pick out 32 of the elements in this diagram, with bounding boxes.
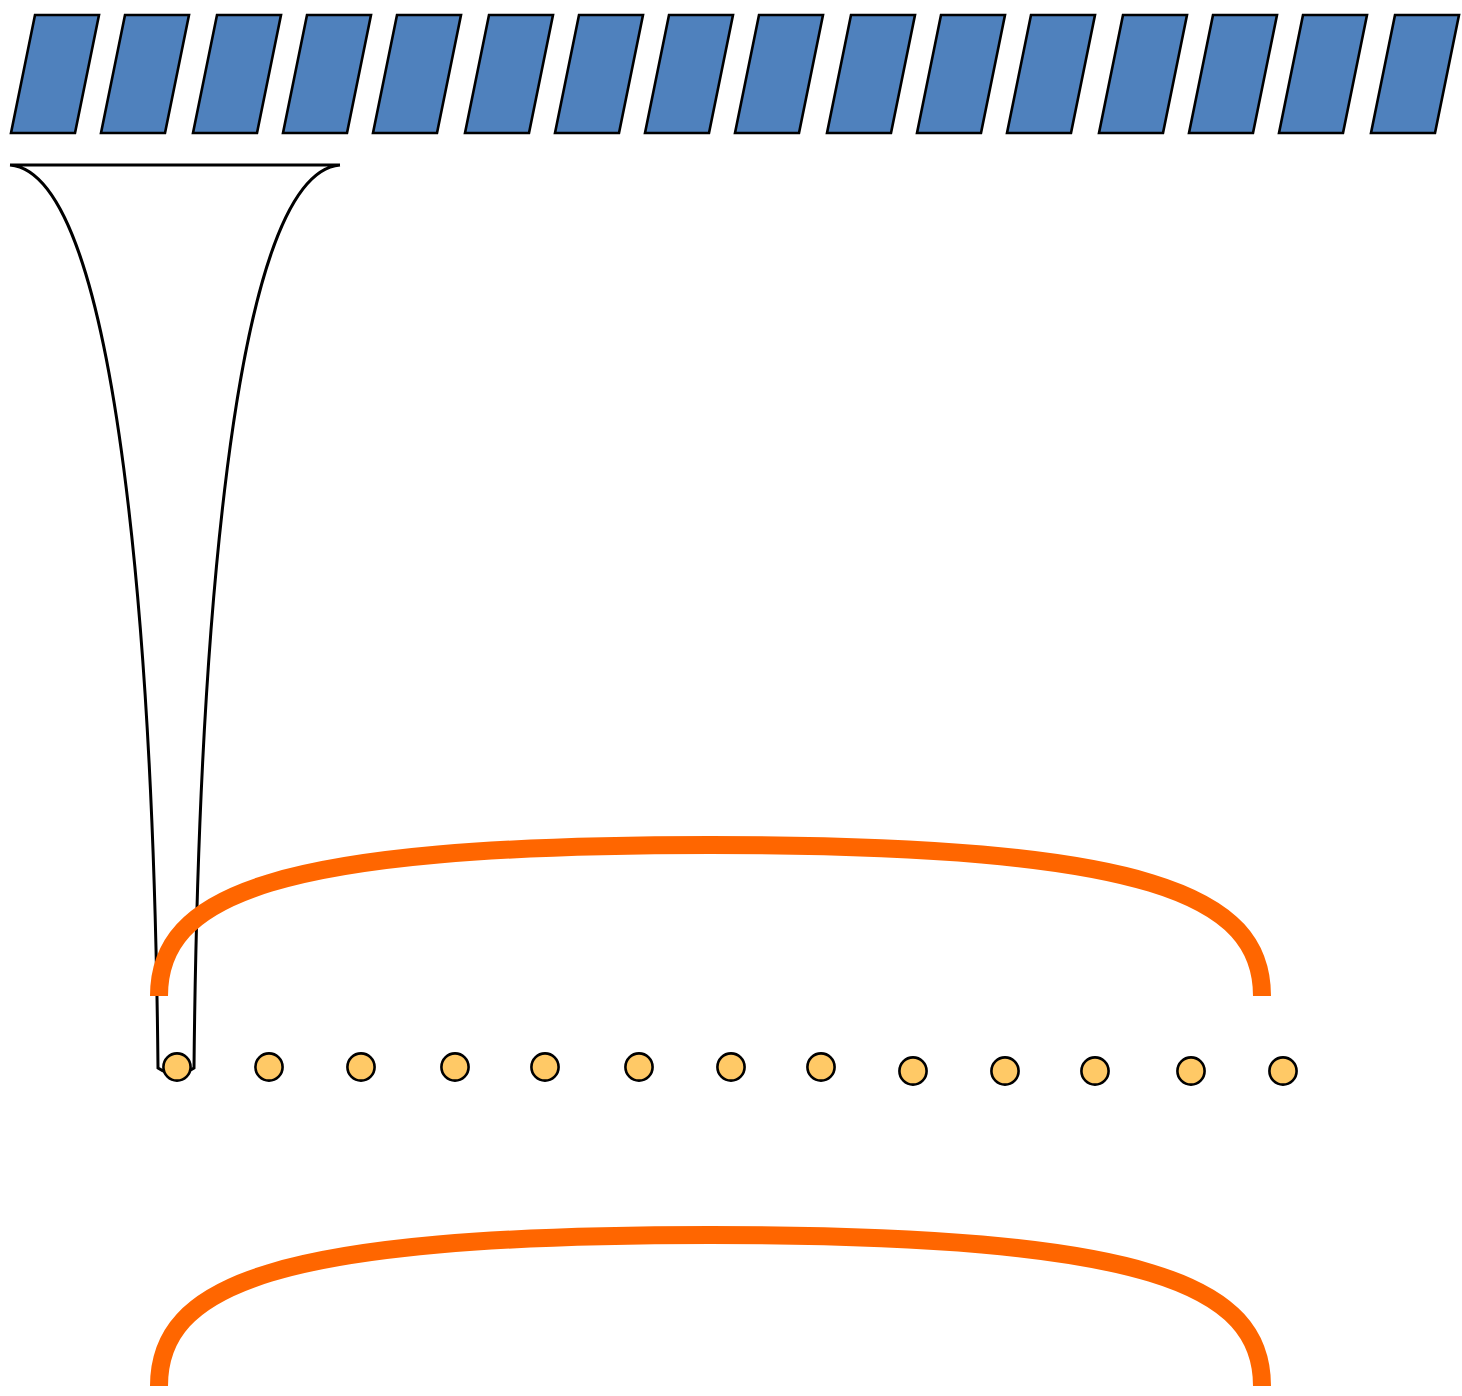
particle-dot [1079,1055,1109,1085]
funnel-outline [10,164,340,1076]
particle-dot [623,1051,653,1081]
slanted-panel [916,14,1006,134]
particle-dot [345,1051,375,1081]
slanted-panel [553,14,644,134]
particle-dot [805,1051,835,1081]
particle-dot [989,1055,1019,1085]
slanted-panel [825,14,916,134]
particle-dot [897,1055,927,1085]
slanted-panel [100,14,191,134]
slanted-panel [281,14,372,134]
particle-dot [1267,1055,1297,1085]
slanted-panel [372,14,463,134]
slanted-panel [1369,14,1459,134]
slanted-panel [1278,14,1369,134]
slanted-panel [644,14,735,134]
particle-dot [439,1051,469,1081]
particle-dot [1175,1055,1205,1085]
slanted-panel [1097,14,1188,134]
particle-dot [253,1051,283,1081]
particle-dot [529,1051,559,1081]
arc-band [150,836,1274,996]
slanted-panel [191,14,282,134]
particle-dot [715,1051,745,1081]
slanted-panel [10,14,100,134]
slanted-panel [1187,14,1278,134]
slanted-panel [463,14,553,134]
arc-band [150,1226,1274,1386]
slanted-panel [1006,14,1097,134]
particle-dot [161,1051,191,1081]
slanted-panel [734,14,825,134]
